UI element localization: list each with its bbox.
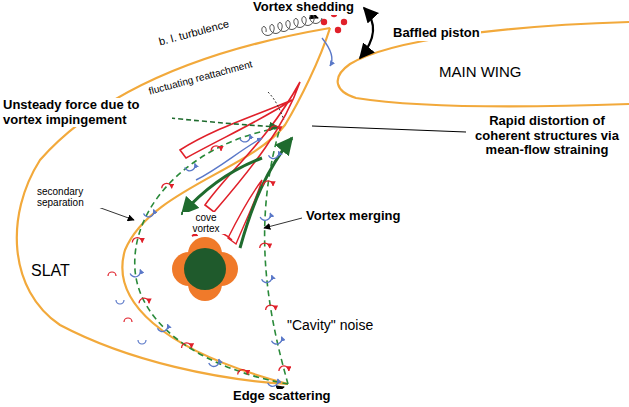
callout-label: Vortex shedding xyxy=(252,0,355,15)
small-vortex xyxy=(211,146,221,151)
small-vortex xyxy=(260,213,270,220)
callout-label: Vortex merging xyxy=(305,209,401,224)
small-vortex xyxy=(272,337,282,344)
small-vortex xyxy=(266,305,276,310)
gap-flow-arrow xyxy=(322,38,332,66)
cove-vortex xyxy=(172,231,238,301)
leader-arrow xyxy=(264,218,302,228)
separation-vortex xyxy=(138,340,146,344)
small-vortex xyxy=(262,275,272,282)
callout-label: secondary separation xyxy=(36,186,104,208)
small-vortex xyxy=(157,324,167,331)
small-vortices xyxy=(108,126,289,386)
small-vortex xyxy=(130,269,140,276)
vortex-dot xyxy=(335,27,341,33)
callout-label: cove vortex xyxy=(183,212,229,234)
boundary-layer-coil xyxy=(262,15,322,36)
flow-arrow xyxy=(240,138,292,248)
small-vortex xyxy=(269,151,279,158)
small-vortex xyxy=(185,163,195,170)
slat-outer-surface xyxy=(17,28,330,384)
small-vortex xyxy=(144,210,154,217)
vortex-core xyxy=(184,248,226,290)
callout-label: Edge scattering xyxy=(232,389,332,404)
separation-vortex xyxy=(108,272,116,276)
region-name: MAIN WING xyxy=(438,64,523,81)
shear-layer-dashed xyxy=(135,128,288,384)
leader-line xyxy=(268,92,284,120)
main-wing-outline xyxy=(338,22,629,106)
callout-label: Baffled piston xyxy=(392,26,481,41)
separation-vortex xyxy=(116,300,124,304)
callout-label: Rapid distortion of coherent structures … xyxy=(468,114,626,158)
callout-label: "Cavity" noise xyxy=(286,318,374,334)
small-vortex xyxy=(132,238,142,243)
leader-arrow xyxy=(98,207,134,220)
small-vortex xyxy=(139,298,149,303)
distorted-structure xyxy=(180,100,292,158)
small-vortex xyxy=(260,243,270,248)
small-vortex xyxy=(238,370,248,375)
callout-label: b. l. turbulence xyxy=(156,17,231,48)
vortex-dot xyxy=(341,19,347,25)
callout-label: Unsteady force due to vortex impingement xyxy=(2,98,172,127)
small-vortex xyxy=(240,135,250,142)
separation-vortex xyxy=(124,318,132,322)
flow-arrow xyxy=(182,158,262,214)
callout-label: fluctuating reattachment xyxy=(147,58,255,97)
small-vortex xyxy=(209,359,219,366)
small-vortex xyxy=(182,343,192,348)
leader-arrow xyxy=(170,118,278,127)
piston-motion-arrow xyxy=(360,8,373,58)
small-vortex xyxy=(270,126,280,131)
small-vortex xyxy=(263,181,273,186)
small-vortex xyxy=(268,379,278,386)
small-vortex xyxy=(162,183,172,188)
small-vortex xyxy=(279,366,289,371)
leader-line xyxy=(312,126,466,132)
region-name: SLAT xyxy=(30,262,71,280)
